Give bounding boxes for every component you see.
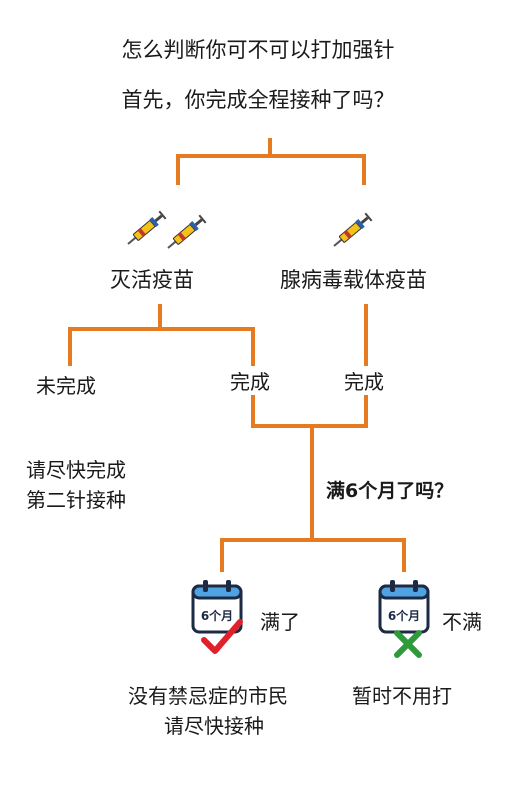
node-completed-inactivated: 完成 — [230, 370, 270, 394]
outcome-no: 暂时不用打 — [352, 684, 452, 708]
node-no: 不满 — [442, 610, 482, 634]
node-finish-line-1: 请尽快完成 — [26, 458, 126, 482]
calendar-label: 6个月 — [201, 608, 233, 623]
outcome-yes-line-1: 没有禁忌症的市民 — [128, 684, 288, 708]
syringe-icon — [333, 212, 373, 247]
calendar-icon: 6个月 — [378, 580, 430, 634]
node-not-completed: 未完成 — [36, 374, 96, 398]
syringe-icon — [127, 210, 207, 249]
node-adenovirus-vaccine: 腺病毒载体疫苗 — [280, 268, 427, 292]
node-inactivated-vaccine: 灭活疫苗 — [110, 268, 194, 292]
cross-mark-icon — [394, 630, 422, 658]
outcome-yes-line-2: 请尽快接种 — [164, 714, 264, 738]
node-six-months-question: 满6个月了吗？ — [326, 480, 454, 502]
calendar-icon: 6个月 — [191, 580, 243, 634]
check-mark-icon — [201, 619, 243, 654]
node-yes: 满了 — [260, 610, 300, 634]
calendar-label: 6个月 — [388, 608, 420, 623]
title-line-1: 怎么判断你可不可以打加强针 — [121, 38, 395, 62]
node-completed-adenovirus: 完成 — [344, 370, 384, 394]
title-line-2: 首先，你完成全程接种了吗？ — [121, 88, 395, 112]
node-finish-line-2: 第二针接种 — [26, 488, 126, 512]
